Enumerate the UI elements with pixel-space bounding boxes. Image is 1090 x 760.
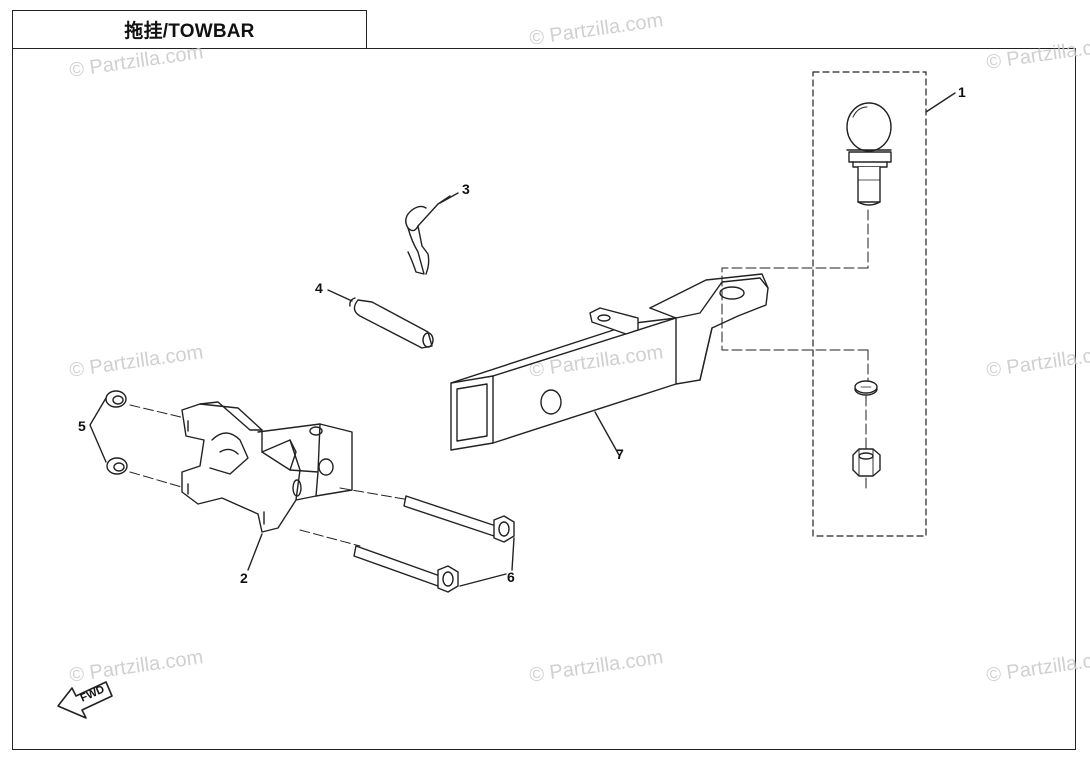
callout-2: 2 bbox=[240, 570, 248, 586]
title-box: 拖挂/TOWBAR bbox=[12, 10, 367, 49]
hitch-pin-clip bbox=[405, 195, 451, 275]
callout-3: 3 bbox=[462, 181, 470, 197]
hitch-ball-kit bbox=[721, 71, 927, 537]
callout-1: 1 bbox=[958, 84, 966, 100]
callout-6: 6 bbox=[507, 569, 515, 585]
fwd-arrow-icon bbox=[57, 681, 113, 719]
leader-2 bbox=[247, 533, 263, 571]
diagram-title: 拖挂/TOWBAR bbox=[124, 21, 255, 42]
hitch-pin bbox=[349, 297, 434, 349]
diagram-frame bbox=[12, 48, 1076, 750]
leader-4 bbox=[327, 289, 353, 302]
leader-1 bbox=[925, 92, 956, 113]
leader-5 bbox=[89, 397, 107, 463]
leader-3 bbox=[439, 192, 459, 204]
mounting-bracket bbox=[181, 401, 411, 547]
callout-5: 5 bbox=[78, 418, 86, 434]
callout-7: 7 bbox=[616, 446, 624, 462]
tow-bar-receiver bbox=[450, 273, 769, 451]
leader-7 bbox=[594, 411, 620, 456]
leader-6 bbox=[459, 537, 515, 587]
bolts bbox=[353, 495, 515, 593]
flange-nuts bbox=[105, 390, 186, 489]
callout-4: 4 bbox=[315, 280, 323, 296]
